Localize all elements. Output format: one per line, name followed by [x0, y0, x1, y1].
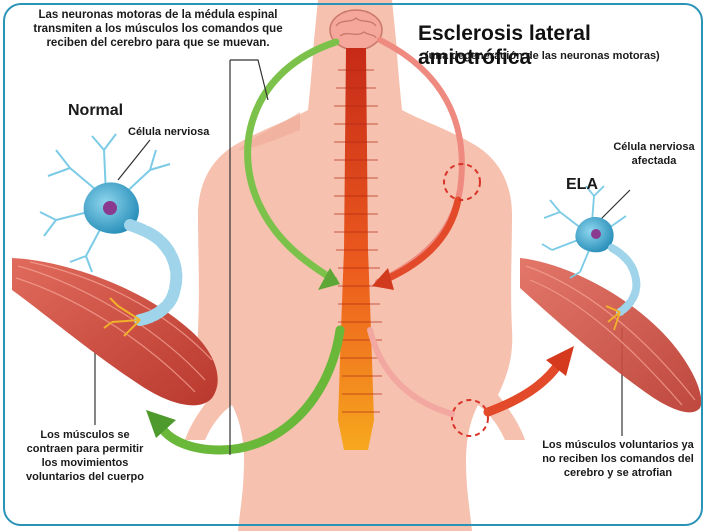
normal-cell-label: Célula nerviosa [128, 126, 209, 138]
ela-muscle [520, 258, 701, 412]
ela-cell-label: Célula nerviosa afectada [604, 140, 704, 168]
ela-neuron-nucleus [591, 229, 601, 239]
normal-neuron-nucleus [103, 201, 117, 215]
diagram-subtitle: (una degeneración de las neuronas motora… [425, 50, 705, 63]
ela-muscle-text: Los músculos voluntarios ya no reciben l… [536, 438, 700, 480]
ela-label: ELA [566, 176, 598, 194]
intro-text: Las neuronas motoras de la médula espina… [12, 8, 304, 50]
normal-muscle-text: Los músculos se contraen para permitir l… [20, 428, 150, 484]
normal-label: Normal [68, 102, 123, 120]
